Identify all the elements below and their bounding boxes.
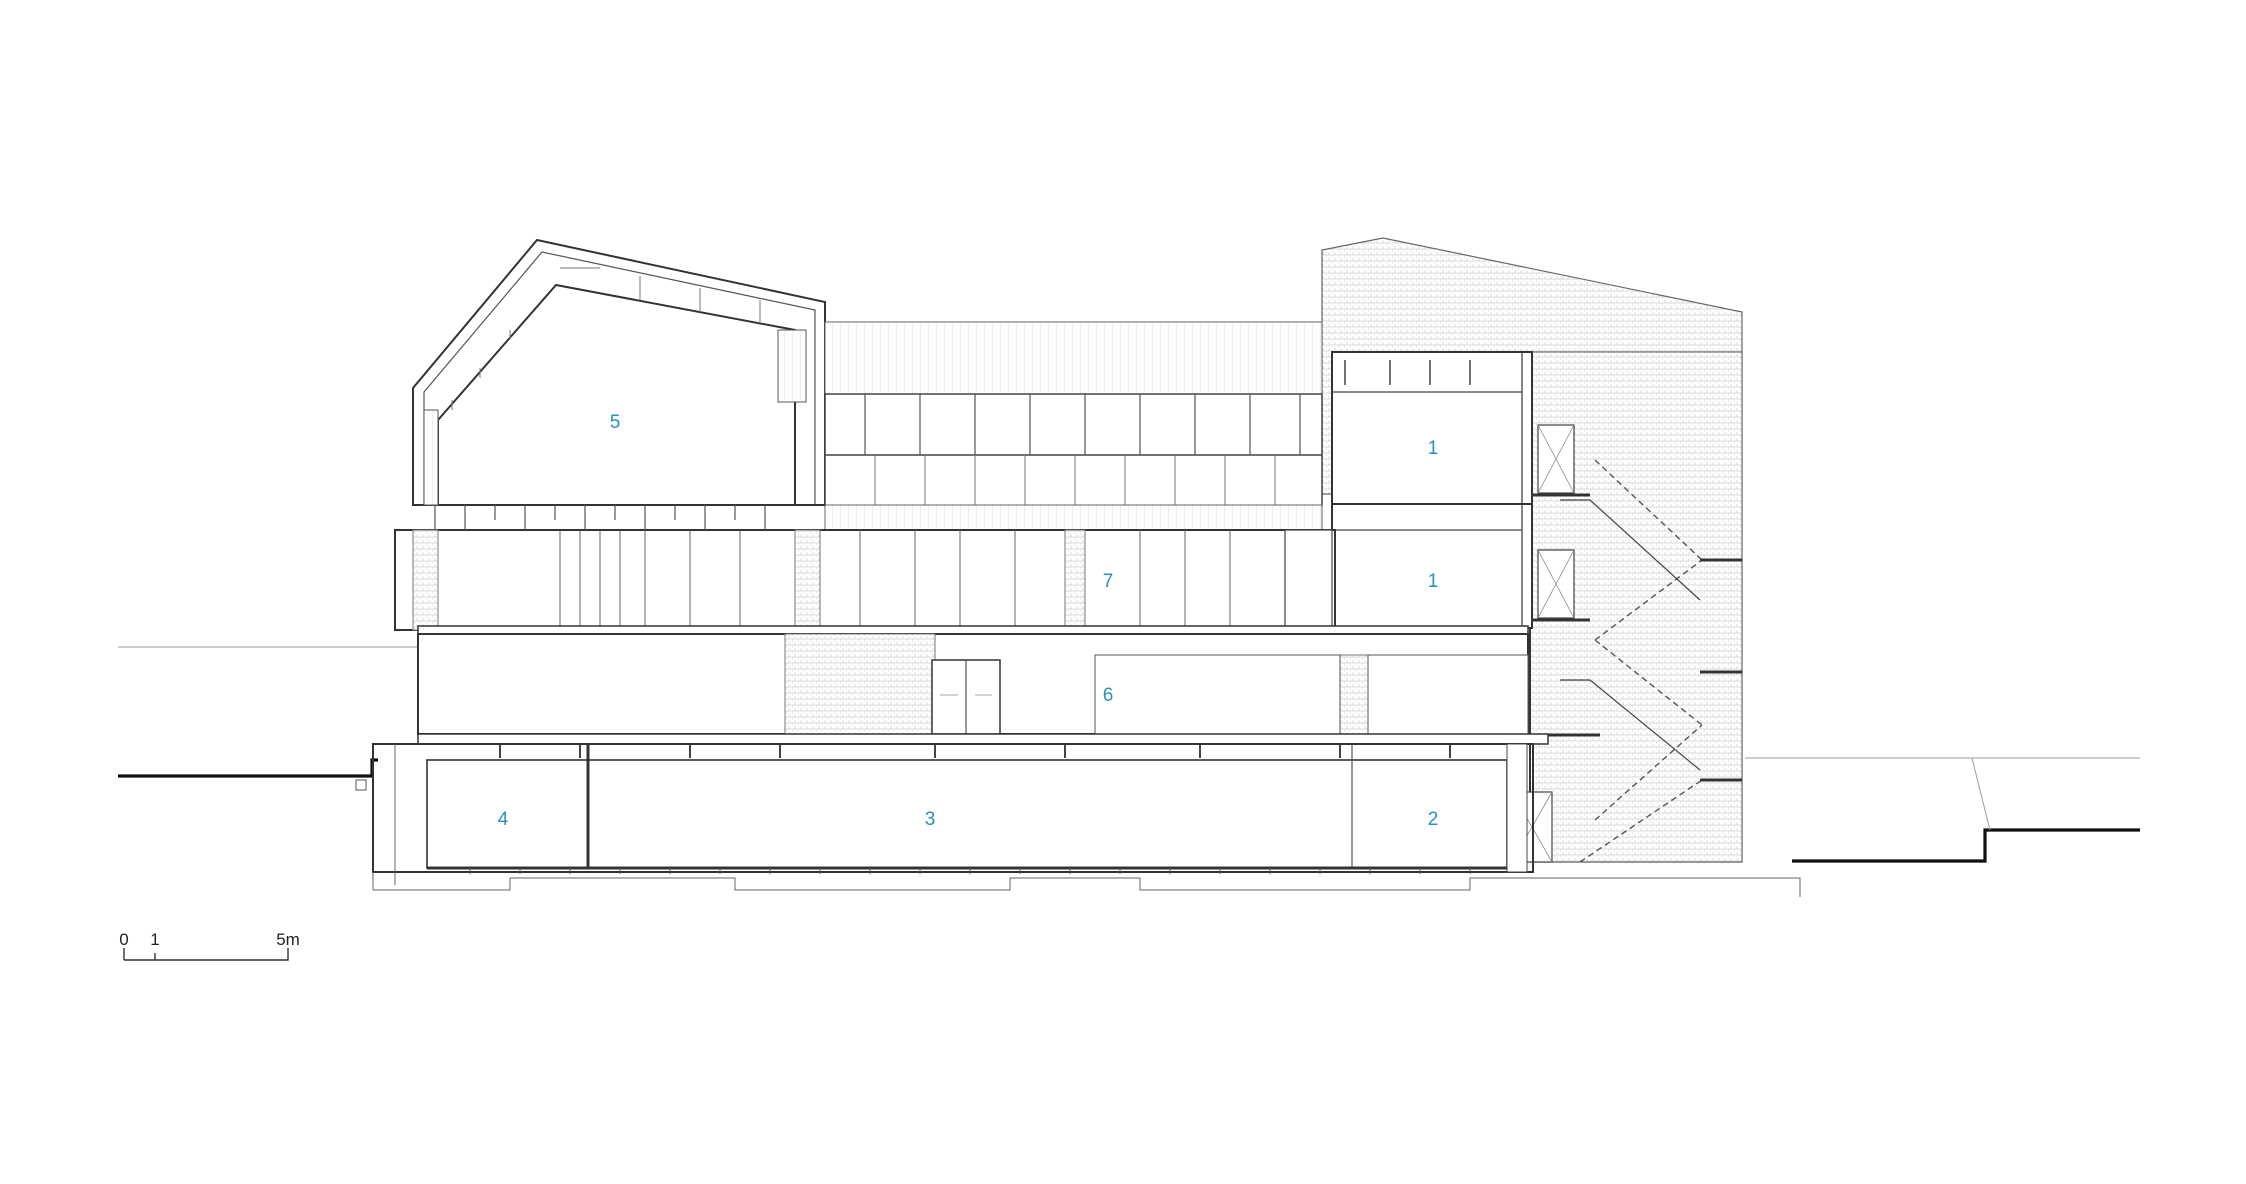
gable-roof <box>412 238 826 506</box>
ground-line <box>118 646 2140 863</box>
level-1 <box>417 633 1529 735</box>
room-5-label: 5 <box>610 412 621 433</box>
scale-tick-5m: 5m <box>276 930 300 949</box>
room-1-lower-label: 1 <box>1428 571 1439 592</box>
room-1-upper-label: 1 <box>1428 438 1439 459</box>
scale-tick-0: 0 <box>119 930 128 949</box>
room-4-label: 4 <box>498 809 509 830</box>
room-7-label: 7 <box>1103 571 1114 592</box>
scale-bar: 0 1 5m <box>119 930 300 961</box>
upper-right-rooms <box>1331 351 1533 629</box>
floor-slab-ground <box>417 733 1549 758</box>
basement-level <box>372 743 1801 897</box>
scale-tick-1: 1 <box>150 930 159 949</box>
level-2 <box>394 504 1336 631</box>
room-6-label: 6 <box>1103 685 1114 706</box>
central-glazed-volume <box>824 321 1323 532</box>
room-3-label: 3 <box>925 809 936 830</box>
room-2-label: 2 <box>1428 809 1439 830</box>
room-labels: 5 1 7 1 6 4 3 2 <box>498 412 1439 830</box>
